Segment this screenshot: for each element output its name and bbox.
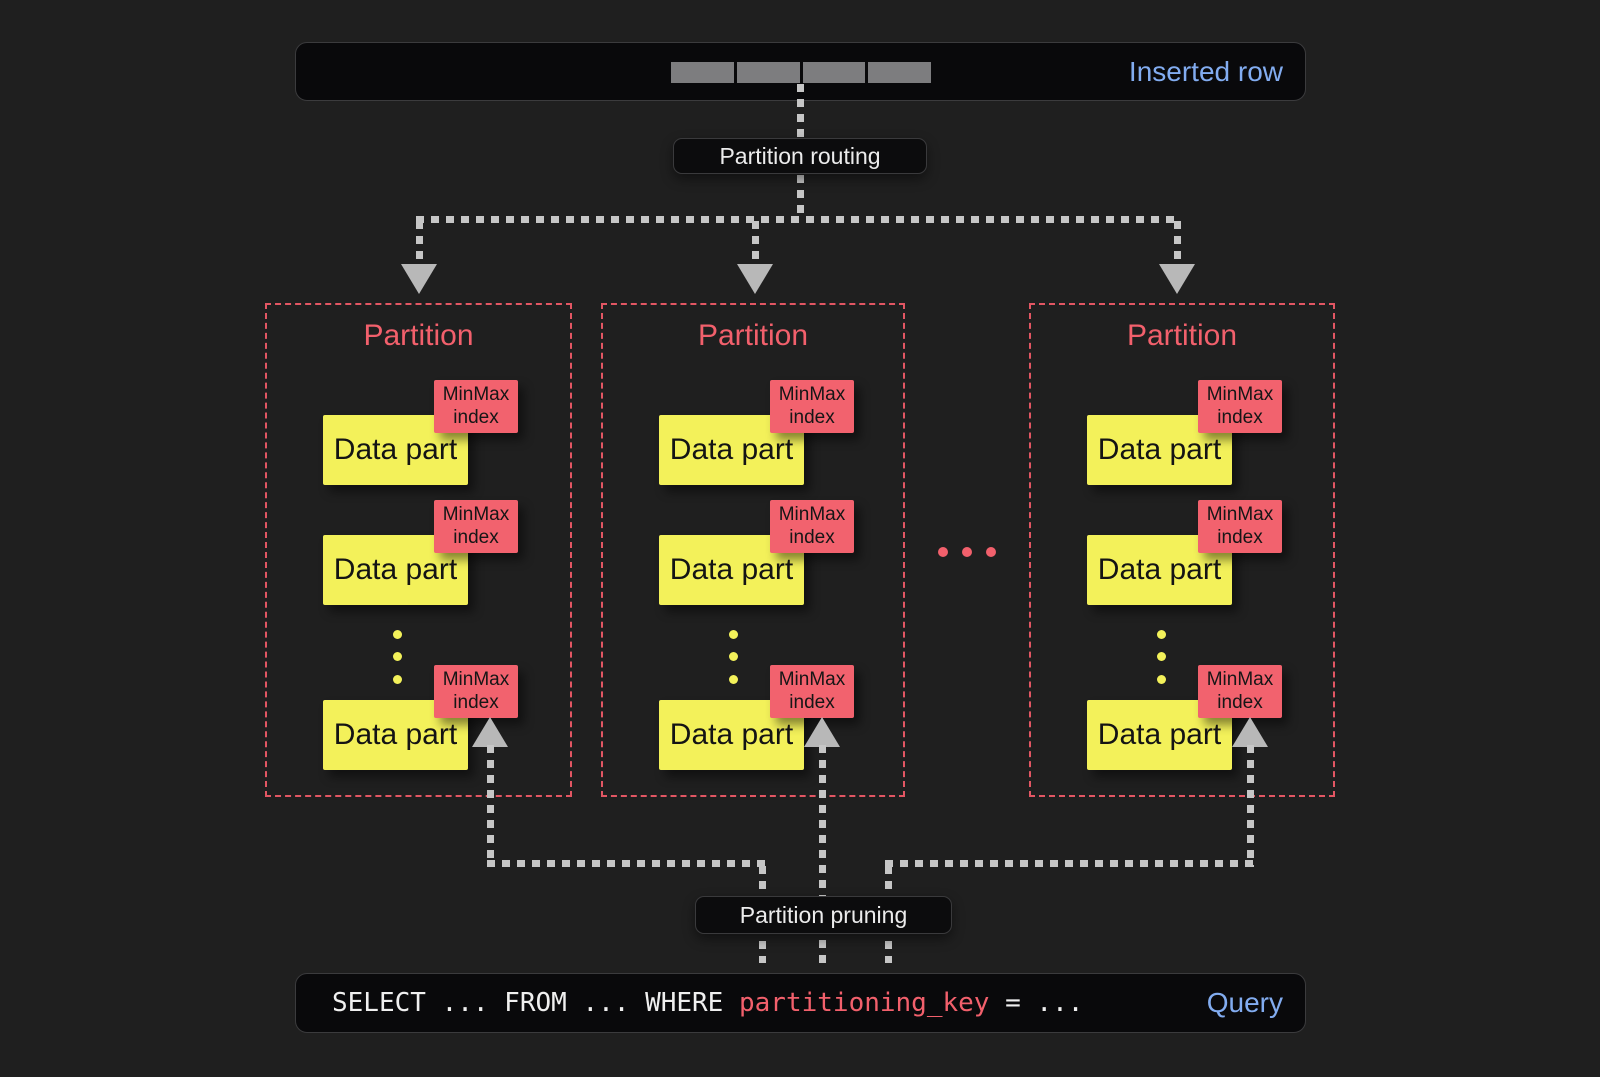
inserted-row-label: Inserted row [1128, 55, 1283, 87]
minmax-index-tag: MinMax index [434, 380, 518, 433]
minmax-index-tag: MinMax index [770, 665, 854, 718]
routing-branch-line [416, 216, 1181, 223]
data-part-group: MinMax index Data part [659, 380, 855, 485]
query-label: Query [1206, 987, 1283, 1018]
data-part-group: MinMax index Data part [1087, 380, 1283, 485]
partition-routing-label: Partition routing [673, 138, 927, 174]
data-part-group: MinMax index Data part [323, 380, 519, 485]
partition-box: Partition MinMax index Data part MinMax … [601, 303, 905, 797]
routing-drop-left [416, 221, 423, 266]
pruning-riser-right [1247, 745, 1254, 867]
data-part-group: MinMax index Data part [1087, 500, 1283, 605]
more-parts-ellipsis [393, 305, 402, 795]
arrow-down-icon [401, 264, 437, 294]
pruning-riser-center [819, 745, 826, 963]
arrow-down-icon [1159, 264, 1195, 294]
row-segment [736, 62, 800, 83]
arrow-up-icon [1232, 717, 1268, 747]
sql-query-text: SELECT ... FROM ... WHERE partitioning_k… [332, 988, 1083, 1018]
partition-title: Partition [697, 319, 809, 352]
row-segments [671, 62, 931, 83]
partition-title: Partition [1126, 319, 1238, 352]
routing-line-lower [797, 175, 804, 218]
routing-drop-center [752, 221, 759, 266]
query-bar: SELECT ... FROM ... WHERE partitioning_k… [295, 973, 1306, 1033]
minmax-index-tag: MinMax index [434, 665, 518, 718]
row-segment [671, 62, 734, 83]
data-part-box: Data part [659, 700, 804, 770]
inserted-row-bar: Inserted row [295, 42, 1306, 101]
sql-prefix: SELECT ... FROM ... WHERE [332, 988, 739, 1018]
arrow-up-icon [472, 717, 508, 747]
sql-partitioning-key: partitioning_key [739, 988, 990, 1018]
partition-title: Partition [363, 319, 474, 352]
data-part-group: MinMax index Data part [1087, 665, 1283, 770]
row-segment [868, 62, 931, 83]
more-parts-ellipsis [729, 305, 738, 795]
arrow-down-icon [737, 264, 773, 294]
more-parts-ellipsis [1157, 305, 1166, 795]
data-part-group: MinMax index Data part [323, 665, 519, 770]
data-part-box: Data part [1087, 700, 1232, 770]
data-part-group: MinMax index Data part [659, 665, 855, 770]
data-part-group: MinMax index Data part [659, 500, 855, 605]
data-part-box: Data part [659, 415, 804, 485]
minmax-index-tag: MinMax index [1198, 665, 1282, 718]
data-part-box: Data part [323, 535, 468, 605]
pruning-collector-right [885, 860, 1254, 867]
minmax-index-tag: MinMax index [434, 500, 518, 553]
row-segment [802, 62, 866, 83]
data-part-group: MinMax index Data part [323, 500, 519, 605]
arrow-up-icon [804, 717, 840, 747]
partition-pruning-label: Partition pruning [695, 896, 952, 934]
minmax-index-tag: MinMax index [770, 380, 854, 433]
routing-line-upper [797, 84, 804, 137]
pruning-riser-left [487, 745, 494, 867]
partition-box: Partition MinMax index Data part MinMax … [265, 303, 572, 797]
pruning-collector-left [487, 860, 766, 867]
routing-drop-right [1174, 221, 1181, 266]
minmax-index-tag: MinMax index [1198, 380, 1282, 433]
partition-box: Partition MinMax index Data part MinMax … [1029, 303, 1335, 797]
minmax-index-tag: MinMax index [1198, 500, 1282, 553]
sql-suffix: = ... [989, 988, 1084, 1018]
more-partitions-ellipsis [938, 547, 998, 557]
minmax-index-tag: MinMax index [770, 500, 854, 553]
